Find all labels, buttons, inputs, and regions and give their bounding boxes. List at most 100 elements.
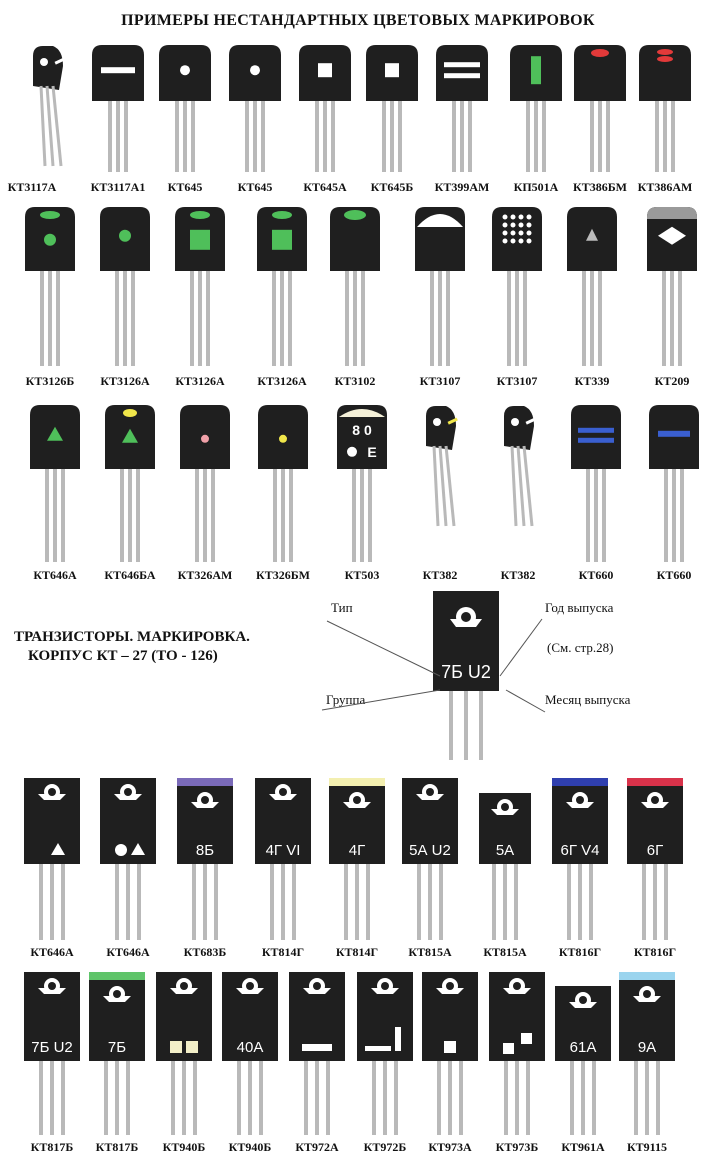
marking-text: 7Б [108, 1039, 126, 1056]
mounting-hole [38, 794, 66, 800]
part-number-label: КТ973Б [495, 1140, 539, 1154]
marking-text: E [367, 444, 376, 460]
mounting-hole-center [513, 982, 521, 990]
lead [344, 864, 348, 940]
lead [656, 1061, 660, 1135]
mounting-hole [569, 1002, 597, 1008]
transistor-body-side [504, 406, 534, 450]
lead [360, 468, 364, 562]
transistor: 4Г [329, 778, 385, 940]
lead [382, 100, 386, 172]
part-number-label: КТ973А [428, 1140, 472, 1154]
marking-stripe [525, 417, 536, 425]
transistor-body [436, 45, 488, 101]
lead [390, 100, 394, 172]
lead [214, 864, 218, 940]
pointer-line [505, 689, 546, 713]
lead [280, 268, 284, 366]
lead [203, 468, 207, 562]
transistor [180, 405, 230, 562]
transistor [422, 972, 478, 1135]
marking-cream-cap [339, 409, 385, 417]
lead [45, 468, 49, 562]
mounting-hole-center [381, 982, 389, 990]
transistor-body [574, 45, 626, 101]
color-band [329, 778, 385, 786]
lead [273, 468, 277, 562]
part-number-label: КТ683Б [183, 945, 227, 959]
transistor [24, 778, 80, 940]
lead [398, 100, 402, 172]
lead [432, 445, 440, 527]
transistor: 40А [222, 972, 278, 1135]
lead [175, 100, 179, 172]
lead [40, 268, 44, 366]
part-number-label: КТ817Б [30, 1140, 74, 1154]
transistor: 6Г [627, 778, 683, 940]
transistor [649, 405, 699, 562]
part-number-label: КТ972Б [363, 1140, 407, 1154]
page-title: ПРИМЕРЫ НЕСТАНДАРТНЫХ ЦВЕТОВЫХ МАРКИРОВО… [121, 12, 595, 29]
lead [126, 864, 130, 940]
marking-dot [510, 230, 516, 236]
lead [510, 445, 518, 527]
lead [126, 1061, 130, 1135]
marking-text: 40А [237, 1039, 264, 1056]
lead [198, 268, 202, 366]
marking-text: 5А U2 [409, 842, 451, 859]
lead [504, 1061, 508, 1135]
lead [570, 1061, 574, 1135]
marking-triangle [51, 843, 65, 855]
part-number-label: КТ940Б [162, 1140, 206, 1154]
part-number-label: КТ386АМ [637, 180, 693, 194]
lead [417, 864, 421, 940]
marking-white-bar [444, 62, 480, 68]
marking-green-oval [40, 211, 60, 219]
part-number-label: КТ9115 [626, 1140, 668, 1154]
mounting-hole [633, 996, 661, 1002]
part-number-label: КТ339 [574, 374, 610, 388]
lead [211, 468, 215, 562]
transistor [30, 405, 80, 562]
part-number-label: КТ399АМ [434, 180, 490, 194]
lead [315, 100, 319, 172]
transistor: 8 0E [337, 405, 387, 562]
lead [468, 100, 472, 172]
lead [281, 864, 285, 940]
marking-white-dot [250, 65, 260, 76]
lead [245, 100, 249, 172]
transistor: 9А [619, 972, 675, 1135]
transistor [105, 405, 155, 562]
lead [123, 268, 127, 366]
lead [45, 85, 55, 167]
lead [372, 1061, 376, 1135]
marking-text: 8Б [196, 842, 214, 859]
lead [394, 1061, 398, 1135]
transistor: 5А U2 [402, 778, 458, 940]
marking-grey-cap [647, 207, 697, 219]
lead [672, 468, 676, 562]
lead [131, 268, 135, 366]
lead [516, 445, 526, 527]
transistor [647, 207, 697, 366]
mounting-hole [371, 988, 399, 994]
lead [248, 1061, 252, 1135]
marking-white-square [385, 63, 399, 78]
lead [361, 268, 365, 366]
part-number-label: КТ326БМ [256, 568, 310, 582]
transistor [567, 207, 617, 366]
marking-green-dot [119, 229, 131, 242]
transistor [492, 207, 542, 366]
color-band [89, 972, 145, 980]
mounting-hole-center [201, 796, 209, 804]
transistor: 7Б U2 [24, 972, 80, 1135]
lead [355, 864, 359, 940]
lead [606, 100, 610, 172]
lead [522, 445, 534, 527]
lead [124, 100, 128, 172]
part-number-label: КТ3117А1 [90, 180, 146, 194]
lead [514, 864, 518, 940]
lead [515, 1061, 519, 1135]
lead [39, 1061, 43, 1135]
